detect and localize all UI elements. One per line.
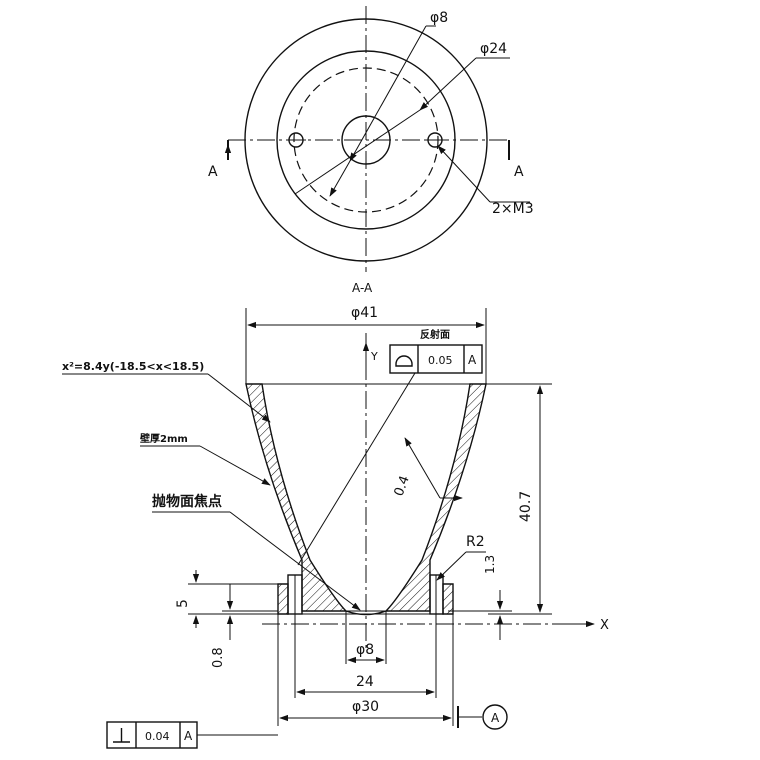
hole-callout: 2×M3	[492, 201, 534, 217]
wall-right	[384, 383, 487, 612]
perpendicularity-datum: A	[184, 729, 193, 743]
profile-frame	[389, 344, 483, 374]
perpendicularity-tolerance: 0.04	[145, 730, 170, 743]
x-axis-label: X	[600, 618, 609, 633]
section-mark-right: A	[514, 164, 524, 180]
wall-left	[245, 383, 348, 612]
dim-r2: R2	[466, 534, 485, 550]
dim-0-4: 0.4	[392, 474, 413, 499]
parabola-formula: x²=8.4y(-18.5<x<18.5)	[62, 360, 204, 373]
datum-a: A	[491, 711, 500, 725]
flange-left	[277, 583, 289, 615]
dim-phi8-top: φ8	[430, 10, 448, 26]
dim-phi8-bottom: φ8	[356, 642, 374, 658]
profile-tolerance: 0.05	[428, 354, 453, 367]
perpendicularity-icon	[113, 728, 130, 743]
section-view: A-A φ41 Y X x²=8.4y(-18.5<x<18.5)	[62, 281, 609, 749]
section-mark-left: A	[208, 164, 218, 180]
dim-phi41: φ41	[351, 305, 378, 321]
datum-circle-icon	[482, 704, 508, 730]
dim-40-7: 40.7	[518, 491, 534, 522]
dim-phi24: φ24	[480, 41, 507, 57]
dim-24: 24	[356, 674, 374, 690]
dim-1-3: 1.3	[483, 555, 497, 574]
wall-thickness: 壁厚2mm	[140, 432, 188, 445]
dim-phi30: φ30	[352, 699, 379, 715]
section-title: A-A	[352, 281, 373, 295]
dim-0-8: 0.8	[211, 647, 226, 668]
flange-right	[442, 583, 454, 615]
reflect-surface-label: 反射面	[420, 328, 450, 341]
dim-5: 5	[175, 599, 191, 608]
profile-datum: A	[468, 353, 477, 367]
profile-of-surface-icon	[395, 355, 413, 367]
top-view: A A φ8 φ24 2×M3	[208, 6, 534, 272]
focus-label: 抛物面焦点	[152, 493, 222, 510]
y-axis-label: Y	[370, 350, 378, 363]
